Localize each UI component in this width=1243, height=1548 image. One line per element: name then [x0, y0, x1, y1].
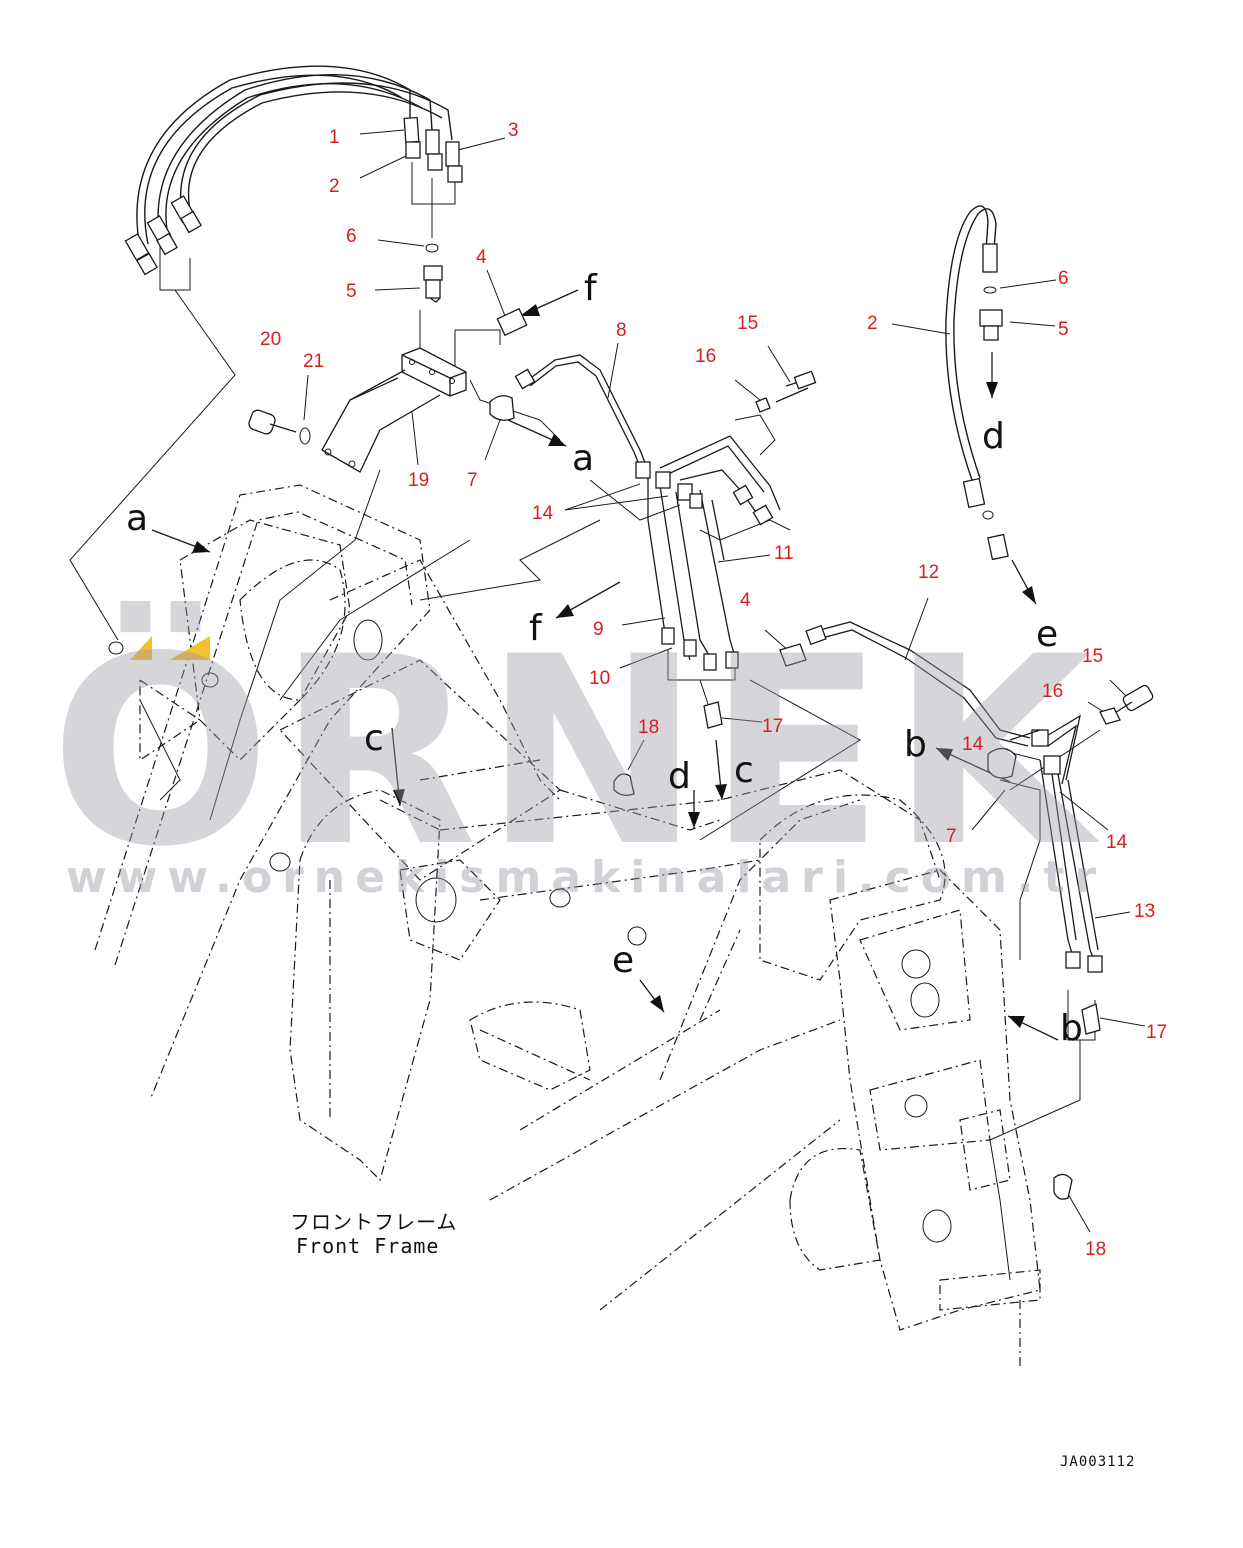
part-label-17: 17: [762, 716, 783, 737]
view-arrows: [151, 289, 1059, 1041]
part-label-18-right: 18: [1085, 1239, 1106, 1260]
watermark-url: www.ornekismakinalari.com.tr: [66, 852, 1106, 903]
part-label-9: 9: [593, 619, 604, 640]
view-letter-a-left: a: [126, 498, 148, 539]
part-label-4: 4: [476, 247, 487, 268]
front-frame-outline: [94, 484, 1041, 1370]
view-letter-d-center: d: [668, 756, 691, 797]
part-label-7: 7: [467, 470, 478, 491]
part-label-21: 21: [303, 351, 324, 372]
part-label-7-right: 7: [946, 826, 957, 847]
part-label-15-right: 15: [1082, 646, 1103, 667]
watermark-brand: ÖRNEK: [50, 598, 1102, 904]
part-label-11: 11: [774, 543, 794, 564]
view-letter-c-left: c: [364, 718, 384, 759]
view-letter-e-right: e: [1036, 614, 1058, 655]
part-label-14: 14: [532, 503, 554, 524]
part-label-12: 12: [918, 562, 939, 583]
caption-japanese: フロントフレーム: [290, 1210, 457, 1234]
drawing-number: JA003112: [1060, 1454, 1135, 1470]
part-label-6: 6: [346, 226, 357, 247]
view-letter-e-center: e: [612, 940, 634, 981]
part-label-15: 15: [737, 313, 758, 334]
watermark-accent-right: [170, 636, 210, 660]
part-label-13: 13: [1134, 901, 1155, 922]
hose-bundle: [136, 65, 453, 249]
frame-bosses: [108, 510, 994, 1243]
part-label-2-right: 2: [867, 313, 878, 334]
part-label-16: 16: [695, 346, 716, 367]
view-letter-b-lower: b: [1060, 1008, 1083, 1049]
part-label-5-right: 5: [1058, 319, 1069, 340]
bracket-assembly: [248, 265, 528, 473]
part-number-labels: 1 2 3 6 5 4 8 20 21 19 7 14 15 16 11 9 1…: [260, 120, 1167, 1260]
part-label-5: 5: [346, 281, 357, 302]
part-label-2: 2: [329, 176, 340, 197]
caption: フロントフレーム Front Frame: [290, 1210, 457, 1258]
view-reference-letters: f a a f c c d d e e b b: [126, 268, 1083, 1049]
part-label-3: 3: [508, 120, 519, 141]
watermark-accent-left: [130, 636, 152, 660]
view-letter-b-upper: b: [904, 724, 927, 765]
part-label-14-right-upper: 14: [962, 734, 984, 755]
view-letter-c-right: c: [734, 750, 754, 791]
part-label-17-right: 17: [1146, 1022, 1167, 1043]
part-label-4-lower: 4: [740, 590, 751, 611]
part-label-6-right: 6: [1058, 268, 1069, 289]
part-label-1: 1: [329, 127, 340, 148]
part-label-19: 19: [408, 470, 429, 491]
view-letter-f-upper: f: [584, 268, 598, 309]
part-label-8: 8: [616, 320, 627, 341]
part-label-16-right: 16: [1042, 681, 1063, 702]
watermark: ÖRNEK www.ornekismakinalari.com.tr: [50, 598, 1106, 904]
view-letter-a-upper: a: [572, 438, 594, 479]
tube-set: [514, 354, 817, 796]
view-letter-d-right: d: [982, 416, 1005, 457]
caption-english: Front Frame: [296, 1234, 439, 1258]
part-label-10: 10: [589, 668, 610, 689]
view-letter-f-lower: f: [529, 608, 543, 649]
part-label-18: 18: [638, 717, 659, 738]
part-label-14-right-lower: 14: [1106, 832, 1128, 853]
part-label-20: 20: [260, 329, 281, 350]
hose-fittings: [124, 116, 463, 276]
right-hose-and-tubes: [779, 205, 1154, 1200]
